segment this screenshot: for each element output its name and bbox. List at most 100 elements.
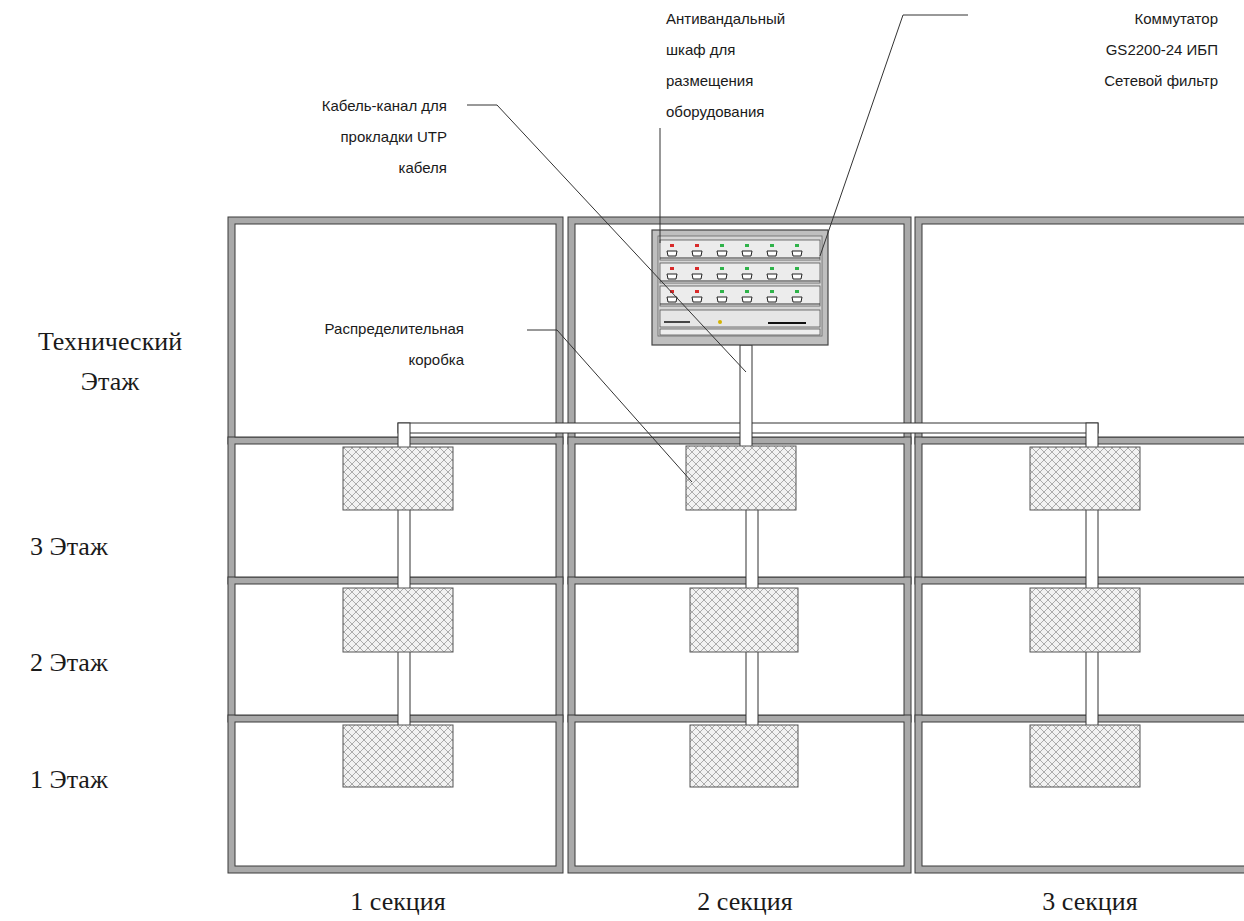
switch-port <box>742 251 752 256</box>
switch-unit <box>660 240 820 260</box>
floor-label: 2 Этаж <box>30 643 108 683</box>
callout-label: Антивандальный шкаф для размещения обору… <box>666 3 791 127</box>
section-label: 3 секция <box>1042 882 1137 921</box>
switch-port <box>692 274 702 279</box>
cable-channel <box>1086 508 1098 590</box>
floor-label: 3 Этаж <box>30 527 108 567</box>
cable-channel <box>398 423 1098 433</box>
switch-port <box>767 251 777 256</box>
port-led <box>720 267 724 270</box>
cable-channel <box>746 650 758 727</box>
rack-rail <box>660 257 820 258</box>
wall-slab <box>915 437 1244 584</box>
switch-port <box>692 297 702 302</box>
switch-port <box>792 274 802 279</box>
port-led <box>745 267 749 270</box>
switch-unit <box>660 263 820 283</box>
switch-port <box>792 297 802 302</box>
distribution-box <box>343 725 453 787</box>
port-led <box>720 290 724 293</box>
wall-slab <box>228 437 563 584</box>
section-label: 2 секция <box>697 882 792 921</box>
switch-port <box>717 274 727 279</box>
wall-slab <box>568 715 911 873</box>
wall-slab <box>228 217 563 444</box>
distribution-box <box>1030 447 1140 510</box>
switch-port <box>792 251 802 256</box>
wall-slab <box>915 217 1244 444</box>
room-interior <box>922 722 1244 866</box>
ups-unit <box>660 310 820 327</box>
port-led <box>670 244 674 247</box>
floor-label: Технический Этаж <box>18 322 203 402</box>
cable-channel <box>398 508 410 590</box>
wall-slab <box>568 577 911 722</box>
port-led <box>745 290 749 293</box>
building-walls <box>228 217 1244 873</box>
room-interior <box>235 444 556 577</box>
room-interior <box>575 584 904 715</box>
distribution-box <box>686 446 796 510</box>
cabinet-panel <box>658 236 822 336</box>
wall-slab <box>915 715 1244 873</box>
cable-channel <box>746 508 758 590</box>
switch-port <box>692 251 702 256</box>
switch-port <box>742 274 752 279</box>
switch-port <box>767 297 777 302</box>
channel-joint <box>399 424 409 432</box>
room-interior <box>235 584 556 715</box>
callout-label: Коммутатор GS2200-24 ИБП Сетевой фильтр <box>1100 3 1218 96</box>
switch-port <box>717 297 727 302</box>
channel-joint <box>741 424 751 432</box>
port-led <box>770 290 774 293</box>
ups-indicator <box>718 320 722 324</box>
room-interior <box>922 444 1244 577</box>
wall-slab <box>228 577 563 722</box>
switch-port <box>742 297 752 302</box>
room-interior <box>575 722 904 866</box>
port-led <box>695 267 699 270</box>
cable-channel <box>398 650 410 727</box>
switch-port <box>717 251 727 256</box>
leader-line <box>660 128 661 243</box>
port-led <box>695 244 699 247</box>
floor-label: 1 Этаж <box>30 760 108 800</box>
leader-line <box>820 15 968 256</box>
port-led <box>795 244 799 247</box>
port-led <box>720 244 724 247</box>
port-led <box>795 290 799 293</box>
switch-port <box>767 274 777 279</box>
port-led <box>770 267 774 270</box>
switch-unit <box>660 286 820 306</box>
channel-joint <box>1087 424 1097 432</box>
room-interior <box>235 722 556 866</box>
cable-channel <box>1086 423 1098 449</box>
switch-rack <box>660 240 820 306</box>
section-label: 1 секция <box>350 882 445 921</box>
distribution-box <box>343 447 453 510</box>
port-led <box>795 267 799 270</box>
wall-slab <box>228 715 563 873</box>
distribution-box <box>343 446 1140 787</box>
leader-line <box>527 330 692 482</box>
rack-rail <box>660 280 820 281</box>
ups-display <box>768 322 806 324</box>
power-filter <box>660 329 820 335</box>
switch-port <box>667 297 677 302</box>
distribution-box <box>1030 588 1140 652</box>
callout-label: Распределительная коробка <box>304 313 464 375</box>
switch-port <box>667 274 677 279</box>
distribution-box <box>690 725 798 787</box>
distribution-box <box>343 588 453 652</box>
callout-label: Кабель-канал для прокладки UTP кабеля <box>317 90 447 183</box>
room-interior <box>235 224 556 437</box>
cable-channel <box>398 345 1098 727</box>
room-interior <box>575 444 904 577</box>
room-interior <box>922 584 1244 715</box>
vandal-proof-cabinet <box>652 230 828 345</box>
port-led <box>670 267 674 270</box>
ups-display <box>664 321 690 323</box>
